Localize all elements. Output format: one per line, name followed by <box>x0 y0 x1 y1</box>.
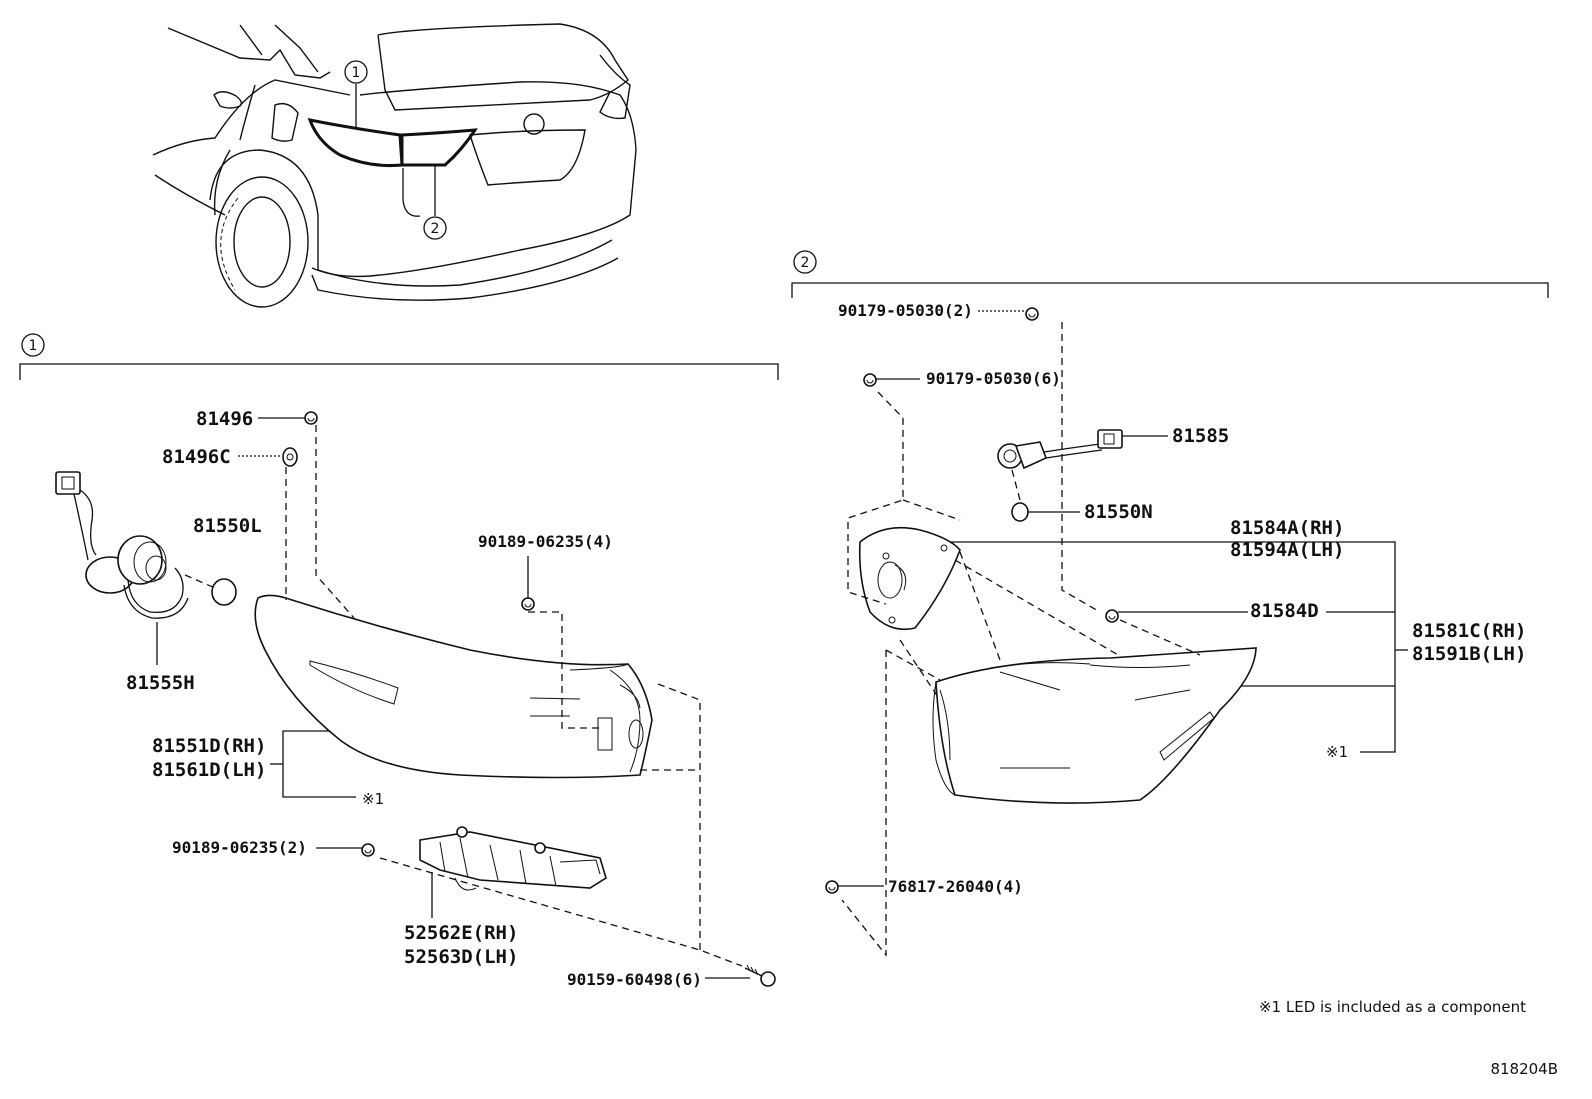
group-1-callout: 1 <box>29 338 38 354</box>
inner-tail-lamp <box>932 647 1257 804</box>
lamp-bracket <box>419 826 607 891</box>
clip-icon <box>282 447 298 467</box>
group-2-tail-lamp-inner: 2 90179-05030(2) 90179-05030(6) 81585 81… <box>791 250 1549 957</box>
bulb-icon <box>211 578 237 606</box>
vehicle-rear-view: 1 2 <box>152 23 637 308</box>
note-led-group2: ※1 <box>1326 743 1348 761</box>
label-81584a: 81584A(RH) <box>1230 517 1344 539</box>
diagram-id: 818204B <box>1490 1060 1558 1078</box>
label-81585: 81585 <box>1172 425 1229 447</box>
label-81594a: 81594A(LH) <box>1230 539 1344 561</box>
label-52563d: 52563D(LH) <box>404 946 518 968</box>
label-52562e: 52562E(RH) <box>404 922 518 944</box>
lamp-cover-plate <box>858 526 961 631</box>
callout-1-top: 1 <box>352 65 361 81</box>
label-90179-6: 90179-05030(6) <box>926 369 1061 388</box>
label-90189-2: 90189-06235(2) <box>172 838 307 857</box>
label-81496c: 81496C <box>162 446 231 468</box>
clip-icon <box>1025 307 1039 321</box>
label-90179-2: 90179-05030(2) <box>838 301 973 320</box>
label-81550n: 81550N <box>1084 501 1153 523</box>
label-90159: 90159-60498(6) <box>567 970 702 989</box>
label-81591b: 81591B(LH) <box>1412 643 1526 665</box>
clip-icon <box>521 597 535 611</box>
label-81561d: 81561D(LH) <box>152 759 266 781</box>
group-1-tail-lamp-outer: 1 81496 81496C 81550L 81555H 81551D(RH) … <box>19 333 779 989</box>
group-2-callout: 2 <box>801 255 810 271</box>
callout-2-top: 2 <box>431 221 440 237</box>
label-76817: 76817-26040(4) <box>888 877 1023 896</box>
label-81584d: 81584D <box>1250 600 1319 622</box>
clip-icon <box>304 411 318 425</box>
label-81555h: 81555H <box>126 672 195 694</box>
outer-tail-lamp <box>254 594 653 779</box>
clip-icon <box>825 880 839 894</box>
socket-icon <box>997 429 1123 470</box>
socket-icon <box>55 471 216 619</box>
label-81550l: 81550L <box>193 515 262 537</box>
label-81496: 81496 <box>196 408 253 430</box>
footnote-led: ※1 LED is included as a component <box>1259 998 1526 1016</box>
label-81551d: 81551D(RH) <box>152 735 266 757</box>
clip-icon <box>361 843 375 857</box>
label-81581c: 81581C(RH) <box>1412 620 1526 642</box>
screw-icon <box>744 964 776 987</box>
bulb-icon <box>1011 502 1029 522</box>
clip-icon <box>1105 609 1119 623</box>
note-led-group1: ※1 <box>362 790 384 808</box>
clip-icon <box>863 373 877 387</box>
label-90189-4: 90189-06235(4) <box>478 532 613 551</box>
